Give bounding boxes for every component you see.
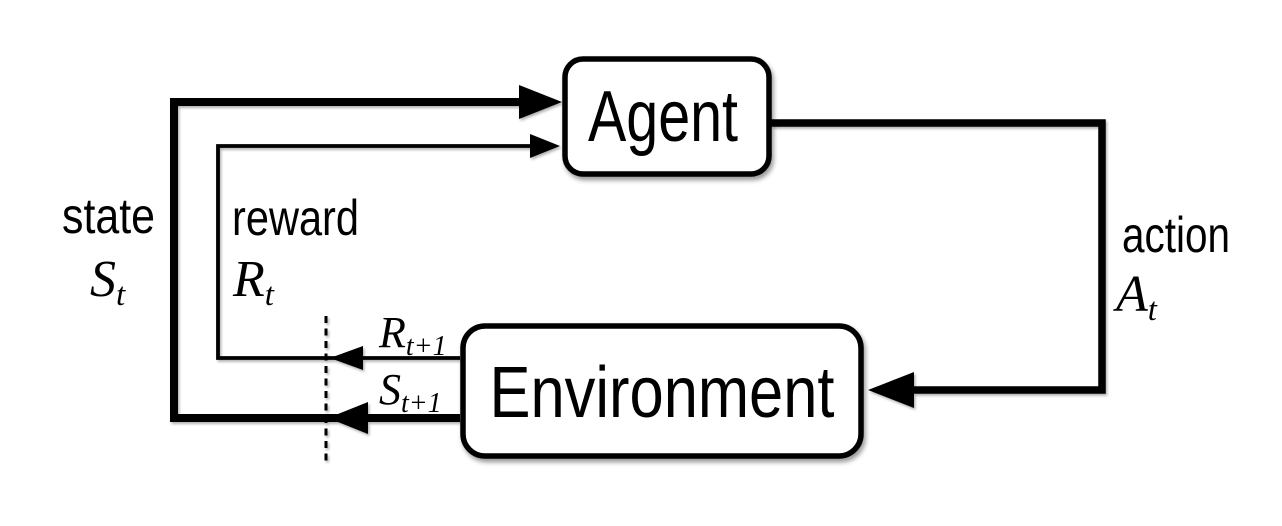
next-reward-arrowhead-icon xyxy=(330,346,363,370)
state-label: state xyxy=(62,188,155,244)
state-arrowhead-icon xyxy=(519,85,562,119)
next-state-arrowhead-icon xyxy=(328,402,368,434)
action-flow-line xyxy=(771,119,1106,394)
environment-label: Environment xyxy=(490,353,835,433)
environment-box xyxy=(460,323,864,459)
reward-label: reward xyxy=(232,190,359,246)
action-arrowhead-icon xyxy=(868,372,914,408)
reward-arrowhead-icon xyxy=(530,134,560,158)
next-reward-symbol: Rt+1 xyxy=(378,308,447,362)
agent-label: Agent xyxy=(588,77,738,157)
state-flow-line xyxy=(170,98,520,422)
action-label: action xyxy=(1122,207,1230,263)
agent-box xyxy=(562,56,772,177)
state-symbol: St xyxy=(90,251,126,313)
reward-symbol: Rt xyxy=(232,251,275,313)
next-state-symbol: St+1 xyxy=(379,365,442,419)
action-symbol: At xyxy=(1113,266,1158,328)
